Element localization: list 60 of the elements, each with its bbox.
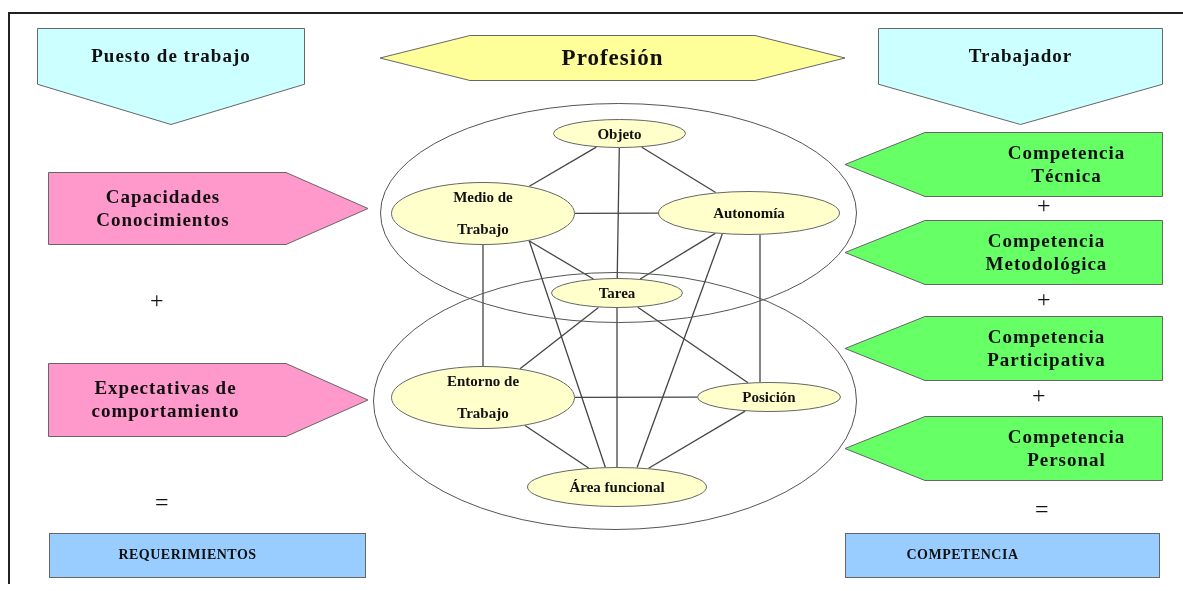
- node-label: Trabajador: [968, 45, 1073, 68]
- operator-sign: +: [1037, 287, 1051, 311]
- connector-line: [647, 410, 746, 469]
- connector-line: [637, 306, 749, 384]
- arrow-shape: [845, 316, 1163, 381]
- node-label: Competencia Personal: [1006, 425, 1127, 472]
- connector-line: [759, 234, 761, 383]
- ellipse-node: [697, 382, 841, 412]
- ellipse-node: [527, 467, 707, 507]
- node-label: Área funcional: [569, 478, 665, 496]
- ellipse-node: [391, 366, 575, 429]
- operator-sign: =: [155, 490, 169, 514]
- operator-sign: +: [150, 288, 164, 312]
- result-box: [49, 533, 366, 578]
- connector-line: [616, 147, 620, 279]
- node-label: Tarea: [598, 284, 636, 302]
- node-label: Capacidades Conocimientos: [95, 185, 231, 232]
- connector-line: [524, 424, 590, 469]
- ellipse-node: [391, 182, 575, 245]
- connector-line: [482, 244, 484, 367]
- operator-sign: +: [1037, 193, 1051, 217]
- connector-line: [636, 233, 723, 469]
- ellipse-node: [658, 191, 840, 235]
- node-label: Posición: [742, 388, 796, 406]
- node-label: Autonomía: [713, 204, 785, 222]
- connector-line: [641, 146, 717, 194]
- node-label: COMPETENCIA: [906, 547, 1019, 564]
- connector-line: [528, 146, 597, 187]
- arrow-shape: [48, 363, 368, 437]
- hexagon-banner: [380, 35, 845, 81]
- connector-line: [639, 232, 716, 280]
- ellipse-outline: [380, 103, 857, 323]
- node-label: Medio de Trabajo: [452, 188, 514, 239]
- node-label: Puesto de trabajo: [91, 45, 251, 68]
- result-box: [845, 533, 1160, 578]
- node-label: Competencia Metodológica: [984, 229, 1109, 276]
- operator-sign: +: [1032, 383, 1046, 407]
- arrow-shape: [845, 220, 1163, 285]
- node-label: Entorno de Trabajo: [445, 372, 521, 423]
- ellipse-outline: [373, 272, 857, 530]
- arrow-shape: [48, 172, 368, 245]
- arrow-shape: [845, 416, 1163, 481]
- node-label: Competencia Participativa: [986, 325, 1107, 372]
- arrow-shape: [845, 132, 1163, 197]
- ellipse-node: [553, 119, 686, 148]
- connector-line: [574, 212, 659, 214]
- connector-line: [528, 240, 595, 280]
- ellipse-node: [551, 278, 683, 308]
- node-label: Profesión: [561, 44, 664, 72]
- operator-sign: =: [1035, 497, 1049, 521]
- connector-line: [574, 396, 698, 398]
- connector-line: [616, 307, 618, 468]
- node-label: Objeto: [597, 124, 642, 143]
- node-label: REQUERIMIENTOS: [118, 547, 257, 564]
- pentagon-banner: [37, 28, 305, 125]
- connector-line: [519, 306, 600, 370]
- node-label: Expectativas de comportamiento: [90, 377, 241, 423]
- pentagon-banner: [878, 28, 1163, 125]
- connector-line: [528, 240, 606, 468]
- node-label: Competencia Técnica: [1006, 141, 1127, 188]
